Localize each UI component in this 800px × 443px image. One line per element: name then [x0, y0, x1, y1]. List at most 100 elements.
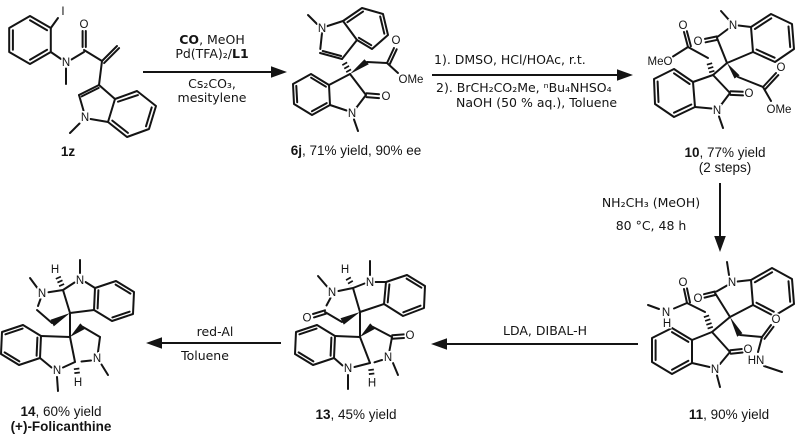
yield-6j: , 71% yield, 90% ee — [301, 143, 422, 158]
atom-label-indole-n: N — [318, 23, 326, 35]
caption-6j: 6j, 71% yield, 90% ee — [281, 143, 431, 158]
atom-label-ester-ome: OMe — [399, 74, 424, 86]
bold-wedge-bottom — [70, 323, 86, 337]
conditions-step3-line1: NH₂CH₃ (MeOH) — [601, 195, 701, 210]
reaction-arrow-step4 — [431, 338, 638, 350]
atom-label-ester-o: O — [392, 35, 401, 47]
atom-label-bottom-h: H — [368, 378, 376, 390]
atom-label-right-ester-ome: OMe — [767, 104, 792, 116]
conditions-step1-below-line1: Cs₂CO₃, — [188, 76, 236, 91]
reagent-l1: L1 — [232, 46, 249, 61]
bold-wedge — [350, 59, 369, 74]
caption-10-line1: 10, 77% yield — [650, 145, 800, 160]
yield-11: , 90% yield — [703, 407, 770, 422]
caption-14: 14, 60% yield (+)-Folicanthine — [0, 404, 122, 434]
atom-label-upper-lactam-n: N — [729, 20, 737, 32]
atom-label-left-ester-meo: MeO — [648, 56, 673, 68]
yield-13: , 45% yield — [330, 407, 397, 422]
conditions-step5-above: red-Al — [196, 324, 234, 339]
atom-label-right-amide-o: O — [772, 314, 781, 326]
atom-label-indole-n: N — [81, 112, 89, 124]
structure-11: N O O HN O N H O N — [647, 261, 795, 388]
compound-number-10: 10 — [684, 145, 700, 160]
11-bonds — [647, 261, 795, 388]
bold-wedge-bottom — [360, 323, 376, 337]
conditions-step1-above-line1: CO, MeOH — [132, 33, 292, 47]
atom-label-top-indoline-n: N — [76, 275, 84, 287]
compound-number-6j: 6j — [290, 143, 302, 158]
atom-label-bottom-pyrrolidine-n: N — [384, 352, 392, 364]
conditions-step1-below-line2: mesitylene — [177, 90, 247, 105]
caption-10: 10, 77% yield (2 steps) — [650, 145, 800, 175]
yield-10: , 77% yield — [699, 145, 766, 160]
hash-wedge — [703, 314, 714, 330]
bold-wedge — [727, 63, 740, 79]
10-bonds — [653, 10, 795, 129]
atom-label-top-h: H — [51, 264, 59, 276]
reaction-arrow-step3 — [714, 183, 726, 252]
atom-label-bottom-lactam-o: O — [406, 330, 415, 342]
atom-label-amide-n: N — [62, 57, 70, 69]
structure-10: N O O MeO O OMe O N — [646, 10, 795, 129]
atom-label-top-indoline-n: N — [366, 277, 374, 289]
atom-label-bottom-indoline-n: N — [53, 365, 61, 377]
hash-wedge-top-h — [345, 276, 355, 287]
atom-label-top-h: H — [341, 264, 349, 276]
conditions-step3-line2: 80 °C, 48 h — [615, 218, 687, 233]
hash-wedge-top-h — [55, 275, 65, 288]
compound-number-11: 11 — [688, 407, 704, 422]
atom-label-lower-lactam-o: O — [744, 344, 753, 356]
conditions-step2-below-line2: NaOH (50 % aq.), Toluene — [456, 95, 618, 110]
hash-wedge — [341, 60, 352, 73]
compound-number-13: 13 — [315, 407, 331, 422]
atom-label-bottom-indoline-n: N — [344, 363, 352, 375]
atom-label-lactam-o: O — [382, 91, 391, 103]
1z-bonds — [8, 15, 157, 138]
atom-label-left-amide-o: O — [679, 277, 688, 289]
caption-10-note: (2 steps) — [698, 160, 752, 175]
atom-label-left-amide-h: H — [663, 318, 671, 330]
conditions-step2-above: 1). DMSO, HCl/HOAc, r.t. — [434, 52, 586, 67]
atom-label-upper-lactam-o: O — [694, 36, 703, 48]
reagent-pd-tfa2: Pd(TFA)₂/ — [175, 46, 232, 61]
structure-1z: I O N N — [8, 5, 157, 138]
compound-number-14: 14 — [20, 404, 36, 419]
compound-number-1z: 1z — [60, 144, 76, 159]
hash-wedge — [706, 60, 715, 74]
bold-wedge-top — [340, 312, 360, 325]
structure-6j: N O OMe O N — [292, 7, 425, 132]
conditions-step2-below-line1: 2). BrCH₂CO₂Me, ⁿBu₄NHSO₄ — [436, 80, 612, 95]
atom-label-right-amide-hn: HN — [748, 355, 765, 367]
conditions-step5-below: Toluene — [181, 348, 229, 363]
atom-label-lower-lactam-n: N — [711, 364, 719, 376]
hash-wedge-bottom-h — [368, 368, 375, 378]
6j-bonds — [292, 7, 399, 132]
atom-label-bottom-pyrrolidine-n: N — [93, 353, 101, 365]
atom-label-left-amide-n: N — [662, 307, 670, 319]
reagent-co: CO — [179, 32, 200, 47]
reagent-meoh: , MeOH — [199, 32, 245, 47]
atom-label-upper-lactam-o: O — [694, 293, 703, 305]
hash-wedge-bottom-h — [73, 367, 81, 377]
caption-11: 11, 90% yield — [654, 407, 800, 422]
caption-1z: 1z — [33, 144, 103, 159]
structure-14: H N N N N H — [0, 259, 135, 392]
atom-label-carbonyl-o: O — [80, 19, 89, 31]
atom-label-iodine: I — [61, 6, 64, 18]
atom-label-bottom-h: H — [74, 377, 82, 389]
atom-label-lower-lactam-o: O — [745, 88, 754, 100]
atom-label-lower-lactam-n: N — [713, 105, 721, 117]
bold-wedge-top — [50, 313, 70, 327]
yield-14: , 60% yield — [35, 404, 102, 419]
13-bonds — [294, 260, 426, 390]
atom-label-top-lactam-o: O — [303, 313, 312, 325]
atom-label-right-ester-o: O — [777, 62, 786, 74]
conditions-step1-above-line2: Pd(TFA)₂/L1 — [132, 47, 292, 61]
structure-13: H N N O O N N H — [294, 260, 426, 391]
bold-wedge — [730, 317, 743, 337]
compound-name-folicanthine: (+)-Folicanthine — [10, 419, 112, 434]
atom-label-top-pyrrolidine-n: N — [38, 288, 46, 300]
caption-14-line1: 14, 60% yield — [0, 404, 122, 419]
14-bonds — [0, 259, 135, 392]
